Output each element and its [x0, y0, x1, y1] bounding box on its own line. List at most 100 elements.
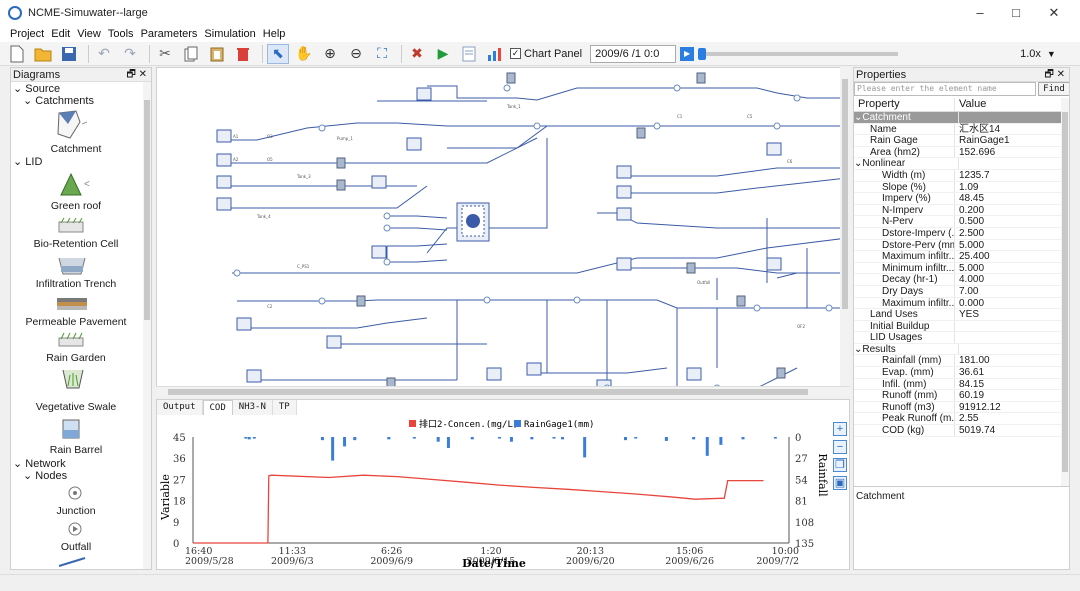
run-icon[interactable]: ▶ — [437, 45, 449, 61]
vegetative-swale-icon[interactable] — [57, 367, 93, 391]
tools-icon[interactable]: ✖ — [411, 45, 423, 61]
property-value[interactable]: 36.61 — [954, 367, 1062, 378]
copy-icon[interactable] — [180, 44, 202, 64]
property-row[interactable]: Decay (hr-1)4.000 — [854, 274, 1062, 286]
properties-scrollbar[interactable] — [1061, 98, 1069, 508]
property-row[interactable]: Dstore-Imperv (...2.500 — [854, 227, 1062, 240]
property-row[interactable]: ⌄ Results — [854, 343, 1062, 356]
property-row[interactable]: Area (hm2)152.696 — [854, 146, 1062, 159]
property-row[interactable]: Minimum infiltr...5.000 — [854, 262, 1062, 275]
redo-icon[interactable]: ↷ — [124, 45, 136, 61]
property-value[interactable]: 1.09 — [954, 181, 1062, 193]
diagrams-scrollbar[interactable] — [143, 82, 151, 569]
cut-icon[interactable]: ✂ — [159, 45, 171, 61]
property-row[interactable]: Runoff (m3)91912.12 — [854, 401, 1062, 414]
zoom-in-icon[interactable]: ⊕ — [324, 45, 336, 61]
property-row[interactable]: Runoff (mm)60.19 — [854, 390, 1062, 402]
property-value[interactable]: 0.000 — [954, 297, 1062, 309]
property-value[interactable] — [958, 112, 1062, 123]
bar-chart-icon[interactable] — [484, 44, 506, 64]
infiltration-trench-icon[interactable] — [55, 254, 91, 276]
tab-tp[interactable]: TP — [272, 400, 297, 415]
property-row[interactable]: COD (kg)5019.74 — [854, 425, 1062, 437]
close-button[interactable]: ✕ — [1048, 5, 1060, 20]
property-value[interactable]: 1235.7 — [954, 169, 1062, 181]
property-row[interactable]: ⌄ Catchment — [854, 112, 1062, 124]
lid-item-rain-barrel[interactable]: Rain Barrel — [49, 444, 103, 456]
property-row[interactable]: Initial Buildup — [854, 320, 1062, 333]
chart-save-icon[interactable]: ▣ — [833, 476, 847, 490]
pan-hand-icon[interactable]: ✋ — [295, 45, 313, 61]
property-value[interactable]: 5.000 — [954, 239, 1062, 251]
property-value[interactable]: 60.19 — [954, 390, 1062, 401]
canvas-horizontal-scrollbar[interactable] — [156, 386, 850, 397]
tree-network[interactable]: ⌄ Network — [13, 458, 66, 470]
canvas-vertical-scrollbar-thumb[interactable] — [842, 79, 848, 309]
minimize-button[interactable]: – — [976, 5, 984, 20]
report-icon[interactable] — [458, 44, 480, 64]
property-row[interactable]: Maximum infiltr...0.000 — [854, 297, 1062, 310]
property-value[interactable]: 84.15 — [954, 378, 1062, 390]
property-value[interactable] — [954, 332, 1062, 343]
zoom-extent-icon[interactable]: ⛶ — [377, 45, 387, 61]
panel-pin-close-icon[interactable]: 🗗 ✕ — [126, 69, 147, 80]
lid-item-vegetative-swale[interactable]: Vegetative Swale — [35, 401, 117, 413]
save-icon[interactable] — [58, 44, 80, 64]
property-row[interactable]: Maximum infiltr...25.400 — [854, 251, 1062, 263]
property-value[interactable]: RainGage1 — [954, 135, 1062, 146]
property-value[interactable]: 5019.74 — [954, 425, 1062, 436]
node-item-outfall[interactable]: Outfall — [60, 541, 92, 553]
conduit-icon[interactable] — [57, 556, 89, 568]
property-value[interactable]: 2.500 — [954, 227, 1062, 239]
menu-project[interactable]: Project — [10, 28, 45, 40]
green-roof-icon[interactable]: < — [57, 171, 91, 197]
tree-nodes[interactable]: ⌄ Nodes — [23, 470, 68, 482]
property-row[interactable]: LID Usages — [854, 332, 1062, 344]
property-value[interactable]: 7.00 — [954, 285, 1062, 297]
rain-barrel-icon[interactable] — [59, 418, 89, 440]
catchment-item[interactable]: Catchment — [50, 143, 102, 155]
time-slider-knob[interactable] — [698, 47, 707, 60]
expand-chevron-icon[interactable]: ⌄ — [854, 158, 863, 170]
menu-view[interactable]: View — [77, 28, 101, 40]
property-value[interactable]: 48.45 — [954, 193, 1062, 204]
property-row[interactable]: ⌄ Nonlinear — [854, 158, 1062, 170]
open-folder-icon[interactable] — [32, 44, 54, 64]
chart-copy-icon[interactable]: ❐ — [833, 458, 847, 472]
property-value[interactable]: 汇水区14 — [954, 123, 1062, 135]
properties-scrollbar-thumb[interactable] — [1062, 112, 1068, 472]
property-value[interactable]: 0.200 — [954, 204, 1062, 216]
property-row[interactable]: Evap. (mm)36.61 — [854, 367, 1062, 379]
outfall-icon[interactable] — [63, 520, 87, 538]
lid-item-rain-garden[interactable]: Rain Garden — [46, 352, 106, 364]
chart-zoom-in-icon[interactable]: + — [833, 422, 847, 436]
paste-icon[interactable] — [206, 44, 228, 64]
property-value[interactable]: 0.500 — [954, 216, 1062, 227]
lid-item-bio-retention[interactable]: Bio-Retention Cell — [33, 238, 119, 250]
lid-item-green-roof[interactable]: Green roof — [50, 200, 102, 212]
property-row[interactable]: Dstore-Perv (mm)5.000 — [854, 239, 1062, 252]
property-value[interactable] — [958, 343, 1062, 355]
property-value[interactable]: 181.00 — [954, 355, 1062, 366]
expand-chevron-icon[interactable]: ⌄ — [854, 343, 863, 355]
property-value[interactable] — [958, 158, 1062, 169]
property-row[interactable]: Width (m)1235.7 — [854, 169, 1062, 182]
play-icon[interactable]: ▶ — [680, 46, 695, 61]
simulation-date-field[interactable]: 2009/6 /1 0:0 — [590, 44, 677, 63]
zoom-out-icon[interactable]: ⊖ — [350, 45, 362, 61]
chart-panel-checkbox[interactable]: ✓ — [510, 48, 521, 59]
property-value[interactable]: 2.55 — [954, 413, 1062, 424]
menu-edit[interactable]: Edit — [51, 28, 71, 40]
menu-parameters[interactable]: Parameters — [140, 28, 198, 40]
tab-nh3n[interactable]: NH3-N — [232, 400, 273, 415]
diagrams-scrollbar-thumb[interactable] — [144, 100, 150, 320]
bio-retention-icon[interactable] — [55, 216, 91, 236]
property-value[interactable] — [954, 320, 1062, 332]
panel-pin-close-icon[interactable]: 🗗 ✕ — [1044, 69, 1065, 80]
